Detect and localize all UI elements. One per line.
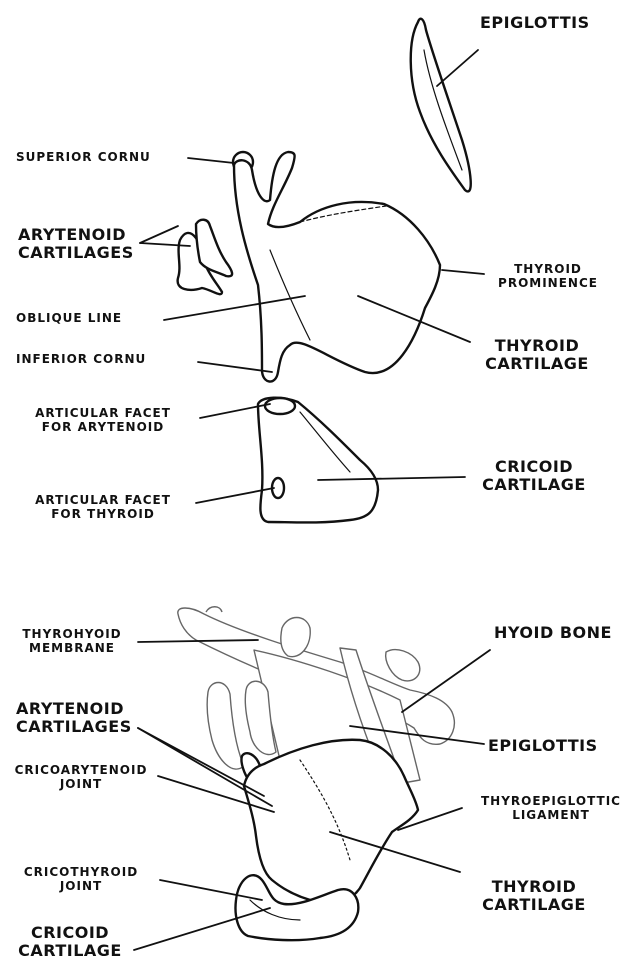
label-articular-facet-thyroid: ARTICULAR FACET FOR THYROID — [8, 494, 198, 522]
label-inferior-cornu: INFERIOR CORNU — [16, 353, 146, 367]
label-epiglottis-bottom: EPIGLOTTIS — [488, 737, 598, 755]
thyroid-cartilage-bottom-shape — [244, 740, 418, 903]
label-oblique-line: OBLIQUE LINE — [16, 312, 122, 326]
label-epiglottis: EPIGLOTTIS — [480, 14, 590, 32]
label-hyoid-bone: HYOID BONE — [494, 624, 612, 642]
cricoid-cartilage-shape — [258, 398, 378, 523]
bottom-figure-drawing — [178, 607, 455, 940]
label-arytenoid-cartilages: ARYTENOID CARTILAGES — [18, 226, 134, 263]
label-cricoid-cartilage: CRICOID CARTILAGE — [468, 458, 600, 495]
label-superior-cornu: SUPERIOR CORNU — [16, 151, 151, 165]
label-thyroid-cartilage: THYROID CARTILAGE — [472, 337, 602, 374]
label-thyroid-cartilage-bottom: THYROID CARTILAGE — [466, 878, 602, 915]
label-cricothyroid-joint: CRICOTHYROID JOINT — [6, 866, 156, 894]
label-thyroepiglottic-ligament: THYROEPIGLOTTIC LIGAMENT — [464, 795, 638, 823]
label-arytenoid-cartilages-bottom: ARYTENOID CARTILAGES — [16, 700, 132, 737]
label-cricoarytenoid-joint: CRICOARYTENOID JOINT — [6, 764, 156, 792]
articular-facet-arytenoid-shape — [265, 398, 295, 414]
epiglottis-shape — [411, 19, 471, 192]
thyroid-cartilage-shape — [234, 152, 440, 382]
label-articular-facet-arytenoid: ARTICULAR FACET FOR ARYTENOID — [8, 407, 198, 435]
label-cricoid-cartilage-bottom: CRICOID CARTILAGE — [10, 924, 130, 961]
label-thyrohyoid-membrane: THYROHYOID MEMBRANE — [8, 628, 136, 656]
label-thyroid-prominence: THYROID PROMINENCE — [488, 263, 608, 291]
top-figure-drawing — [178, 19, 471, 523]
